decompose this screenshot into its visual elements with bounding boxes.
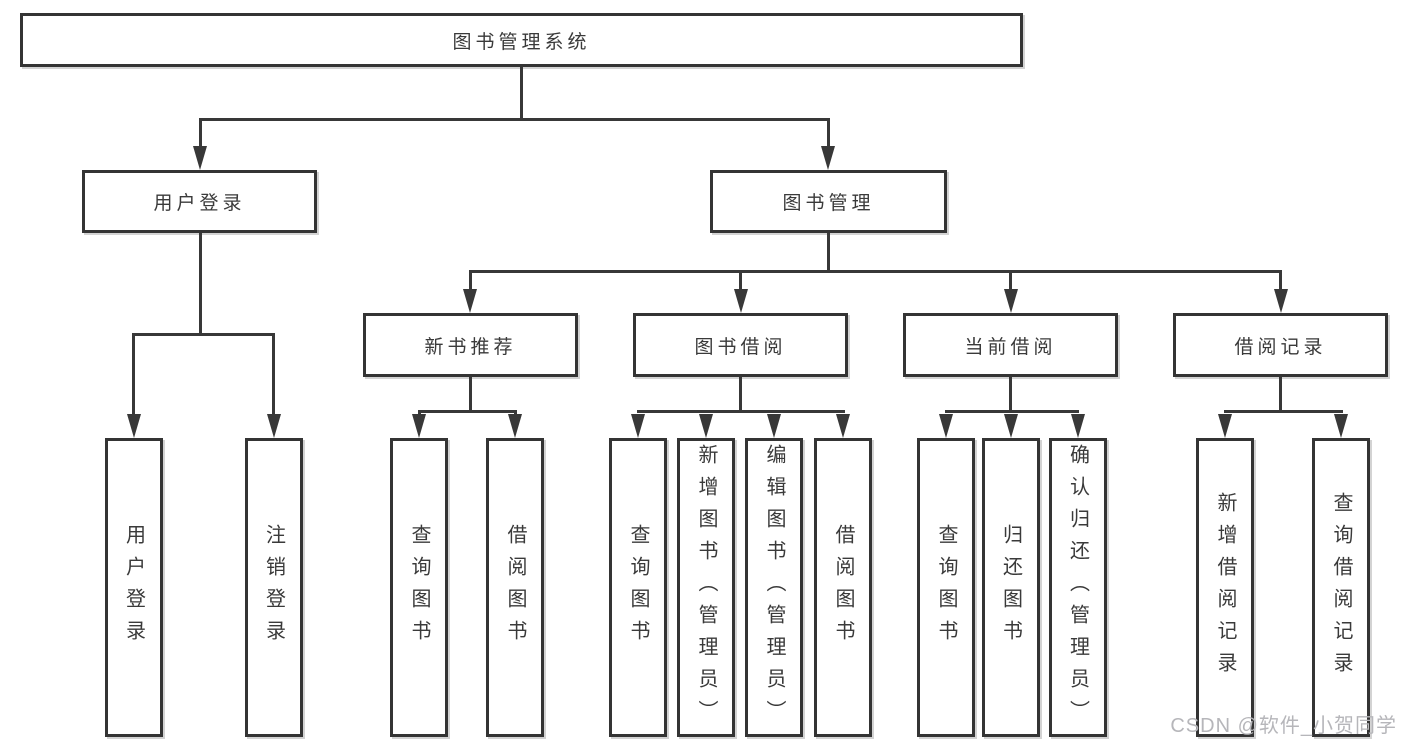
leaf-return-books: 归还图书 xyxy=(981,438,1040,737)
node-library-system: 图书管理系统 xyxy=(20,13,1023,67)
leaf-label: 借阅图书 xyxy=(832,523,854,652)
node-label: 新书推荐 xyxy=(424,336,517,358)
arrow-down-icon xyxy=(412,414,426,438)
leaf-label: 确认归还（管理员） xyxy=(1066,443,1089,732)
connector-line xyxy=(198,118,830,121)
arrow-down-icon xyxy=(631,414,645,438)
arrow-down-icon xyxy=(1003,289,1018,313)
leaf-edit-books-admin: 编辑图书（管理员） xyxy=(745,438,803,737)
leaf-label: 归还图书 xyxy=(999,523,1022,652)
leaf-label: 查询图书 xyxy=(935,523,957,652)
node-book-borrow: 图书借阅 xyxy=(633,313,848,377)
arrow-down-icon xyxy=(836,414,850,438)
leaf-label: 查询图书 xyxy=(627,523,649,652)
leaf-query-borrow-record: 查询借阅记录 xyxy=(1312,438,1370,737)
connector-line xyxy=(826,118,830,150)
node-label: 用户登录 xyxy=(153,193,246,214)
connector-line xyxy=(1009,377,1012,410)
node-current-borrow: 当前借阅 xyxy=(903,313,1118,377)
leaf-add-books-admin: 新增图书（管理员） xyxy=(677,438,735,737)
leaf-label: 新增借阅记录 xyxy=(1214,491,1236,684)
connector-line xyxy=(636,410,845,413)
connector-line xyxy=(739,270,742,291)
leaf-label: 新增图书（管理员） xyxy=(695,443,717,732)
connector-line xyxy=(520,67,523,118)
leaf-add-borrow-record: 新增借阅记录 xyxy=(1196,438,1254,737)
leaf-query-books-borrow: 查询图书 xyxy=(609,438,667,737)
connector-line xyxy=(1279,270,1282,291)
arrow-down-icon xyxy=(193,146,207,170)
connector-line xyxy=(468,270,1282,273)
leaf-borrow-books: 借阅图书 xyxy=(814,438,872,737)
arrow-down-icon xyxy=(733,289,748,313)
leaf-label: 编辑图书（管理员） xyxy=(763,443,785,732)
connector-line xyxy=(1223,410,1343,413)
node-new-book-recommend: 新书推荐 xyxy=(363,313,578,377)
connector-line xyxy=(944,410,1079,413)
arrow-down-icon xyxy=(266,414,281,438)
arrow-down-icon xyxy=(767,414,781,438)
arrow-down-icon xyxy=(1334,414,1348,438)
arrow-down-icon xyxy=(463,289,477,313)
connector-line xyxy=(417,410,517,413)
arrow-down-icon xyxy=(821,146,835,170)
node-label: 当前借阅 xyxy=(964,336,1057,358)
arrow-down-icon xyxy=(126,414,141,438)
leaf-label: 注销登录 xyxy=(262,523,285,652)
arrow-down-icon xyxy=(1003,414,1018,438)
node-label: 图书管理系统 xyxy=(452,31,591,53)
connector-line xyxy=(1279,377,1282,410)
leaf-confirm-return-admin: 确认归还（管理员） xyxy=(1048,438,1107,737)
leaf-query-books-current: 查询图书 xyxy=(917,438,975,737)
node-label: 图书借阅 xyxy=(694,336,787,358)
arrow-down-icon xyxy=(1273,289,1288,313)
node-user-login: 用户登录 xyxy=(82,170,317,233)
leaf-borrow-books-recommend: 借阅图书 xyxy=(486,438,544,737)
connector-line xyxy=(198,118,202,150)
node-book-management: 图书管理 xyxy=(710,170,947,233)
node-label: 图书管理 xyxy=(782,193,875,214)
connector-line xyxy=(469,377,472,410)
connector-line xyxy=(1009,270,1012,291)
connector-line xyxy=(132,333,135,416)
connector-line xyxy=(272,333,275,416)
connector-line xyxy=(132,333,275,336)
connector-line xyxy=(826,233,830,270)
leaf-label: 用户登录 xyxy=(122,523,145,652)
leaf-label: 查询借阅记录 xyxy=(1330,491,1352,684)
connector-line xyxy=(739,377,742,410)
leaf-user-login: 用户登录 xyxy=(104,438,163,737)
connector-line xyxy=(468,270,472,291)
arrow-down-icon xyxy=(939,414,953,438)
csdn-watermark: CSDN @软件_小贺同学 xyxy=(1170,715,1397,737)
arrow-down-icon xyxy=(1070,414,1085,438)
arrow-down-icon xyxy=(508,414,522,438)
arrow-down-icon xyxy=(699,414,713,438)
node-borrow-records: 借阅记录 xyxy=(1173,313,1388,377)
node-label: 借阅记录 xyxy=(1234,336,1327,358)
leaf-query-books-recommend: 查询图书 xyxy=(390,438,448,737)
connector-line xyxy=(198,233,202,333)
leaf-label: 借阅图书 xyxy=(504,523,526,652)
arrow-down-icon xyxy=(1218,414,1232,438)
leaf-logout: 注销登录 xyxy=(244,438,303,737)
leaf-label: 查询图书 xyxy=(408,523,430,652)
